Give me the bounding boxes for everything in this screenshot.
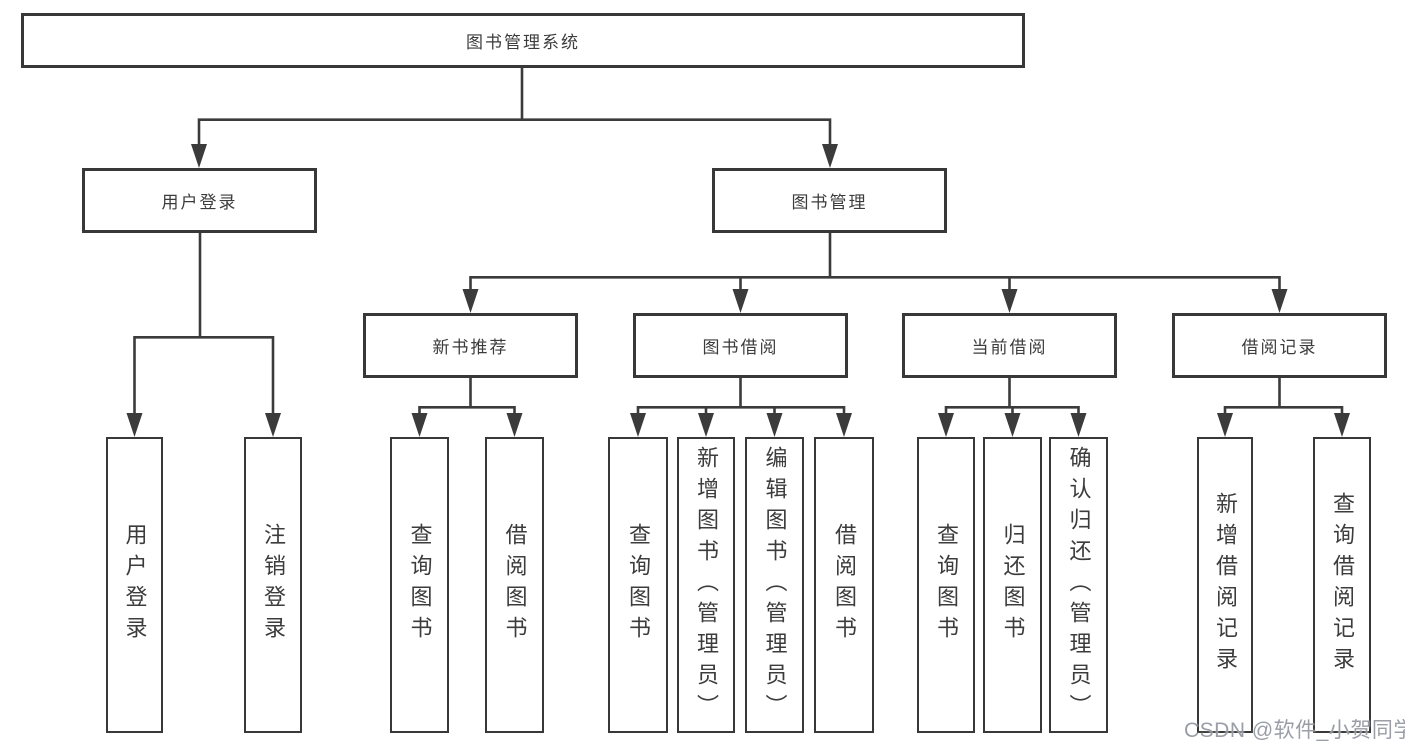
node-book-management: 图书管理 [712,168,947,233]
leaf-borrow-books: 借阅图书 [814,437,874,733]
leaf-label: 用户登录 [122,523,148,647]
leaf-label: 注销登录 [261,523,286,647]
node-label: 借阅记录 [1241,338,1318,357]
leaf-label: 确认归还（管理员） [1066,445,1092,725]
leaf-label: 新增借阅记录 [1213,492,1238,678]
leaf-label: 新增图书（管理员） [694,445,719,725]
leaf-user-login: 用户登录 [106,437,163,733]
leaf-add-borrow-record: 新增借阅记录 [1197,437,1253,733]
leaf-label: 归还图书 [1000,523,1026,647]
leaf-query-borrow-record: 查询借阅记录 [1313,437,1371,733]
csdn-watermark: CSDN @软件_小贺同学 [1184,719,1405,742]
leaf-label: 查询图书 [934,523,959,647]
leaf-borrow-books-recommend: 借阅图书 [485,437,544,733]
node-label: 图书借阅 [702,338,779,357]
node-library-management-system: 图书管理系统 [21,13,1025,68]
node-user-login: 用户登录 [82,168,317,233]
leaf-label: 借阅图书 [502,523,528,647]
node-current-borrowing: 当前借阅 [902,313,1117,378]
node-label: 图书管理系统 [466,33,580,52]
node-label: 新书推荐 [432,338,509,357]
leaf-add-book-admin: 新增图书（管理员） [677,437,735,733]
node-book-borrowing: 图书借阅 [633,313,848,378]
leaf-label: 借阅图书 [832,523,857,647]
node-label: 当前借阅 [971,338,1048,357]
leaf-logout: 注销登录 [244,437,302,733]
leaf-label: 查询借阅记录 [1330,492,1355,678]
leaf-query-books-borrowing: 查询图书 [608,437,668,733]
leaf-label: 查询图书 [626,523,651,647]
leaf-edit-book-admin: 编辑图书（管理员） [745,437,804,733]
leaf-query-books-recommend: 查询图书 [390,437,449,733]
leaf-label: 查询图书 [407,523,433,647]
node-borrowing-records: 借阅记录 [1172,313,1387,378]
node-label: 图书管理 [791,193,868,212]
node-label: 用户登录 [161,193,238,212]
leaf-label: 编辑图书（管理员） [762,445,788,725]
node-new-book-recommend: 新书推荐 [363,313,578,378]
leaf-confirm-return-admin: 确认归还（管理员） [1049,437,1108,733]
leaf-query-books-current: 查询图书 [917,437,975,733]
leaf-return-books: 归还图书 [983,437,1042,733]
